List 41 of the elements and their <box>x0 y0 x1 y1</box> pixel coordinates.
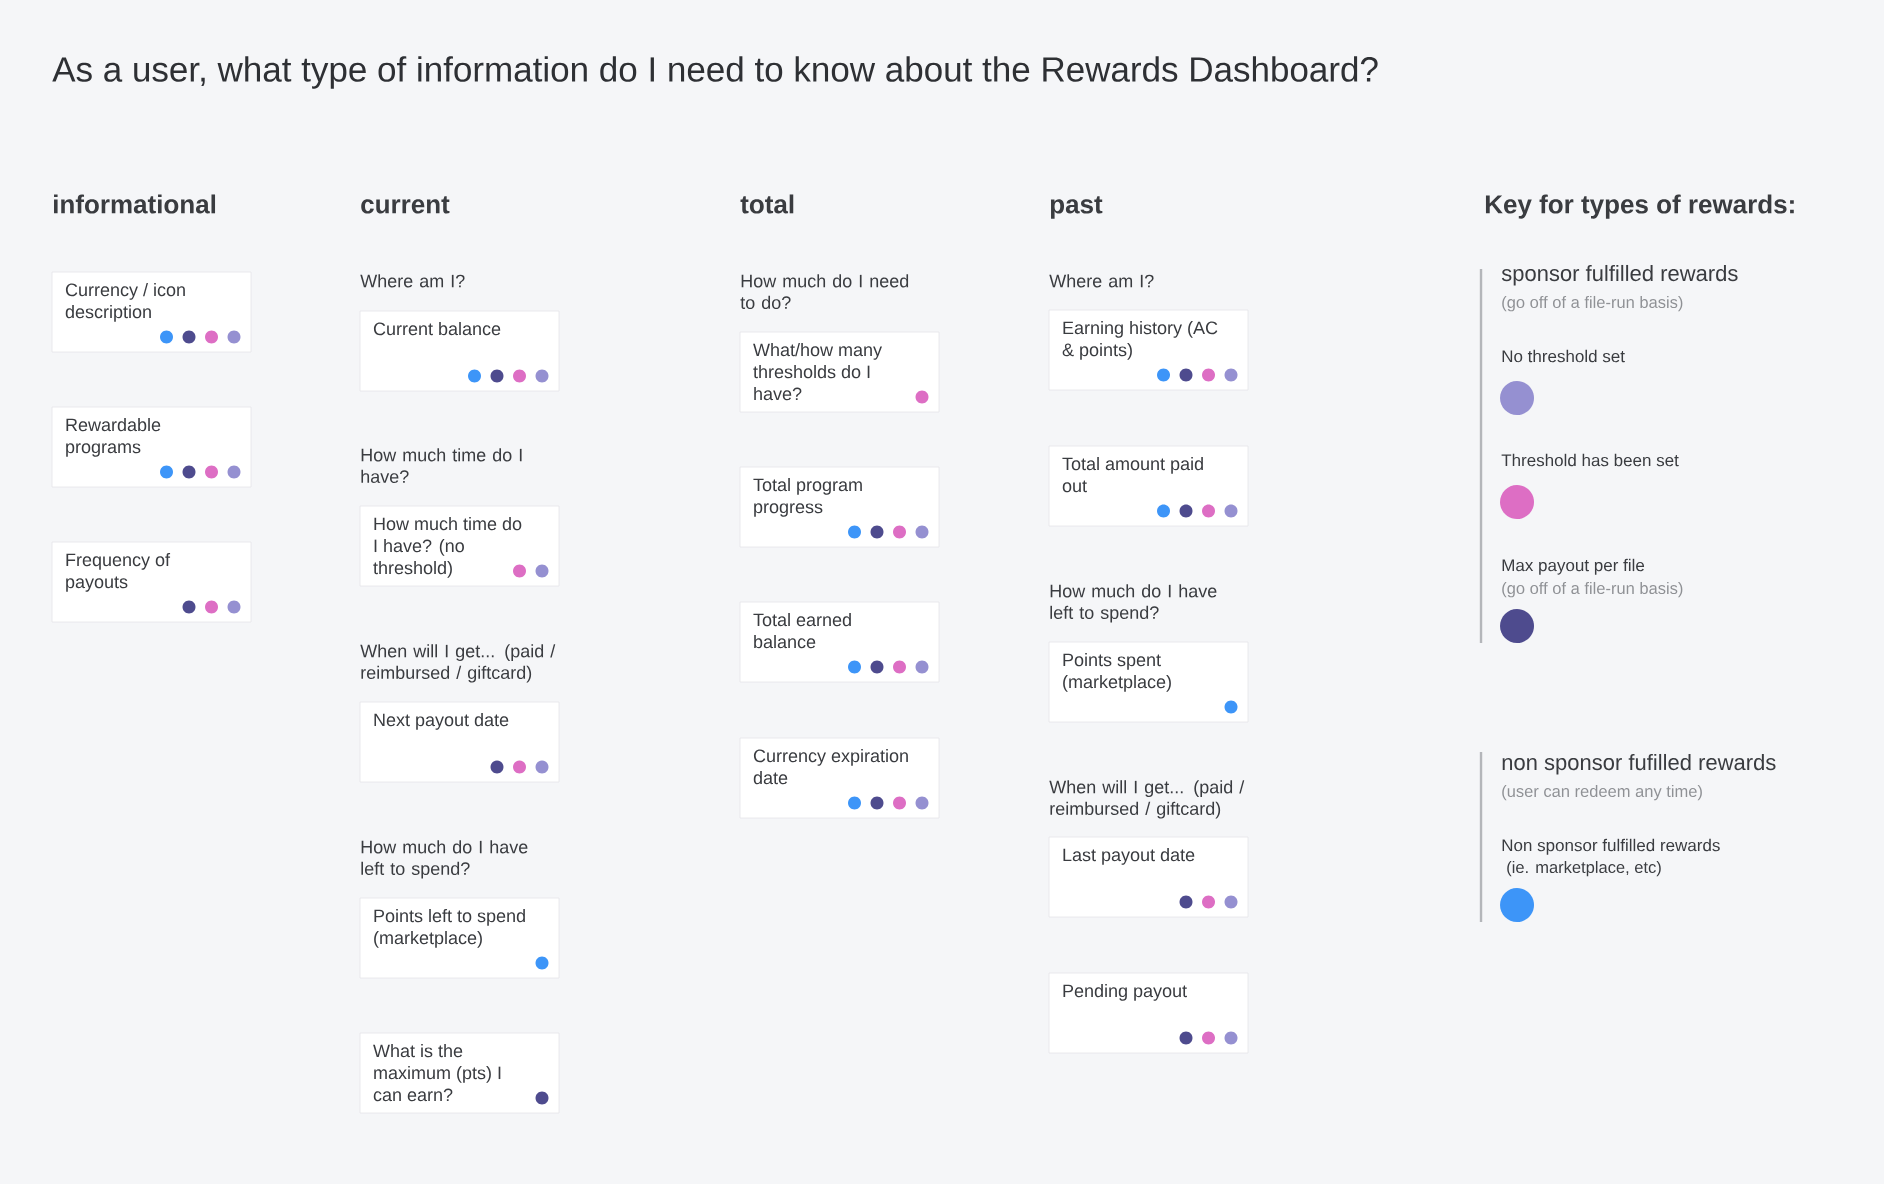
legend-label: Threshold has been set <box>1501 453 1679 467</box>
question-text: When will I get... (paid / reimbursed / giftcard) <box>360 644 556 683</box>
column-heading: past <box>1050 196 1103 219</box>
question-text: How much do I need to do? <box>740 274 909 309</box>
card: What/how many thresholds do I have? <box>739 331 940 413</box>
legend-title: Key for types of rewards: <box>1485 194 1794 219</box>
legend-note: (go off of a file-run basis) <box>1502 295 1683 312</box>
card: Frequency of payouts <box>51 541 252 623</box>
card: Earning history (AC & points) <box>1048 309 1249 391</box>
legend-label: Max payout per file <box>1502 558 1645 575</box>
legend-note: (go off of a file-run basis) <box>1502 581 1683 598</box>
column-heading: current <box>361 196 450 214</box>
title: As a user, what type of information do I need to know about the Rewards Dashboard? <box>52 56 1378 89</box>
card: Total earned balance <box>739 601 940 683</box>
legend-heading: sponsor fulfilled rewards <box>1501 264 1738 286</box>
card: Pending payout <box>1048 972 1249 1054</box>
legend-note: (user can redeem any time) <box>1502 784 1702 801</box>
legend-heading: non sponsor fufilled rewards <box>1502 753 1776 775</box>
card: Currency expiration date <box>739 737 940 819</box>
card: How much time do I have? (no threshold) <box>359 505 560 587</box>
question-text: When will I get... (paid / reimbursed / giftcard) <box>1049 780 1245 819</box>
card: Total amount paid out <box>1048 445 1249 527</box>
question-text: Where am I? <box>360 274 465 288</box>
card: Points left to spend (marketplace) <box>359 897 560 979</box>
column-heading: total <box>740 194 794 214</box>
legend-label: Non sponsor fulfilled rewards <box>1502 838 1720 855</box>
column-heading: informational <box>54 194 216 214</box>
card: Total program progress <box>739 466 940 548</box>
card: Currency / icon description <box>51 271 252 353</box>
card: Rewardable programs <box>51 406 252 488</box>
question-text: How much time do I have? <box>361 448 522 483</box>
question-text: How much do I have left to spend? <box>1050 584 1217 623</box>
legend-note: (ie. marketplace, etc) <box>1507 860 1661 877</box>
card: Points spent (marketplace) <box>1048 641 1249 723</box>
question-text: How much do I have left to spend? <box>361 840 528 879</box>
card: Next payout date <box>359 701 560 783</box>
card: Current balance <box>359 310 560 392</box>
card: What is the maximum (pts) I can earn? <box>359 1032 560 1114</box>
question-text: Where am I? <box>1049 274 1154 288</box>
card: Last payout date <box>1048 836 1249 918</box>
legend-label: No threshold set <box>1502 349 1625 363</box>
